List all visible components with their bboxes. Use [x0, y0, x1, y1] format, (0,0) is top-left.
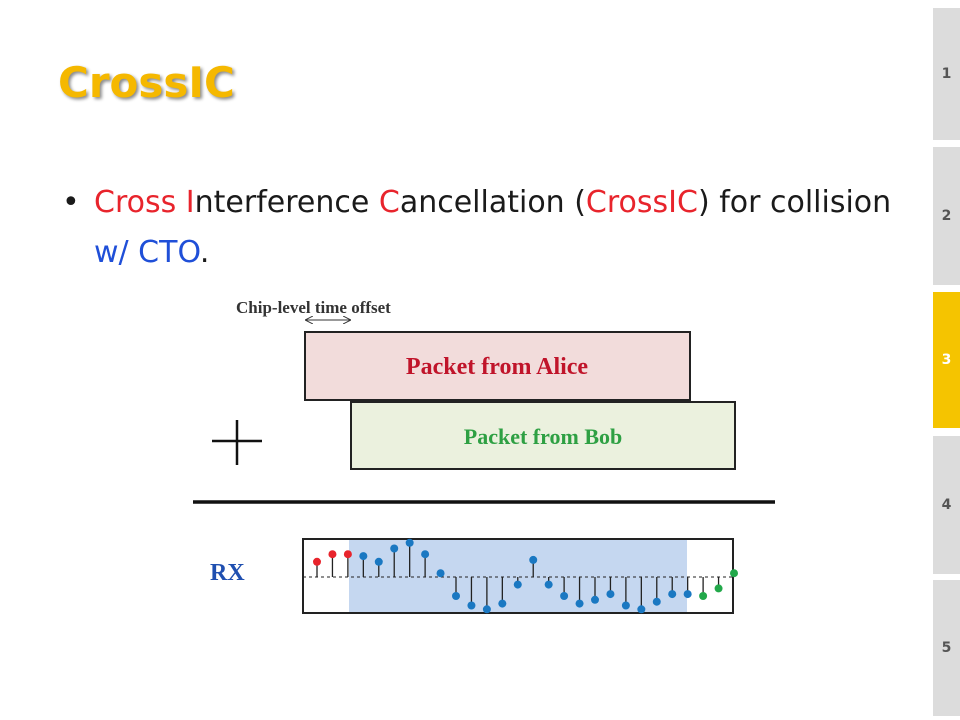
bullet-segment: w/ CTO	[94, 235, 200, 270]
slide-title: CrossIC	[58, 58, 235, 107]
bullet-segment: CrossIC	[585, 185, 698, 220]
nav-slide-1[interactable]: 1	[933, 8, 960, 140]
offset-label: Chip-level time offset	[236, 298, 391, 317]
rx-label: RX	[210, 560, 245, 586]
rx-sample-dot	[436, 569, 445, 578]
nav-slide-5[interactable]: 5	[933, 580, 960, 716]
rx-sample-dot	[714, 584, 723, 593]
nav-slide-number: 2	[941, 208, 952, 224]
bullet-segment: ancellation (	[399, 185, 586, 220]
bullet-list: • Cross Interference Cancellation (Cross…	[62, 178, 902, 278]
rx-sample-dot	[390, 544, 399, 553]
rx-sample-dot	[575, 599, 584, 608]
rx-sample-dot	[591, 595, 599, 604]
rx-sample-dot	[343, 550, 352, 559]
rx-sample-dot	[452, 592, 460, 600]
rx-sample-dot	[513, 580, 522, 589]
bullet-segment: .	[199, 235, 210, 270]
nav-slide-number: 4	[941, 497, 952, 513]
rx-sample-dot	[652, 597, 661, 606]
rx-sample-dot	[313, 557, 321, 566]
bob-packet-label: Packet from Bob	[464, 424, 622, 449]
rx-sample-dot	[482, 605, 491, 614]
overlap-region	[349, 539, 687, 613]
plus-icon	[212, 420, 262, 465]
rx-stem-plot	[313, 538, 738, 614]
rx-sample-dot	[498, 599, 507, 608]
rx-sample-dot	[699, 592, 708, 600]
bullet-segment: nterference	[194, 185, 379, 220]
rx-sample-dot	[730, 569, 738, 578]
rx-sample-dot	[637, 605, 646, 614]
collision-diagram: Chip-level time offset Packet from Alice…	[193, 298, 775, 614]
slide-navigator: 1 2 3 4 5	[933, 0, 960, 720]
bullet-segment: ) for collision	[697, 185, 892, 220]
rx-sample-dot	[683, 590, 692, 599]
rx-sample-dot	[560, 592, 569, 600]
nav-slide-4[interactable]: 4	[933, 436, 960, 574]
rx-sample-dot	[621, 601, 630, 610]
bullet-text: Cross Interference Cancellation (CrossIC…	[94, 178, 902, 278]
bullet-segment: I	[185, 185, 195, 220]
bob-packet-box	[350, 401, 736, 470]
nav-slide-number: 5	[941, 640, 952, 656]
rx-sample-dot	[328, 550, 337, 559]
bullet-segment: C	[378, 185, 400, 220]
bullet-marker: •	[62, 185, 80, 220]
nav-slide-number: 1	[941, 66, 952, 82]
alice-packet-box	[304, 331, 691, 401]
alice-packet-label: Packet from Alice	[406, 354, 589, 380]
rx-sample-dot	[606, 590, 615, 599]
rx-sample-dot	[668, 590, 677, 599]
rx-sample-dot	[529, 555, 538, 564]
rx-sample-dot	[405, 538, 414, 547]
rx-sample-dot	[544, 580, 553, 589]
nav-slide-2[interactable]: 2	[933, 147, 960, 285]
bullet-segment: Cross	[94, 185, 186, 220]
rx-sample-dot	[467, 601, 476, 610]
nav-slide-3[interactable]: 3	[933, 292, 960, 428]
nav-slide-number: 3	[941, 352, 952, 368]
rx-sample-dot	[359, 552, 368, 561]
rx-sample-dot	[374, 557, 383, 566]
rx-sample-dot	[421, 550, 430, 559]
